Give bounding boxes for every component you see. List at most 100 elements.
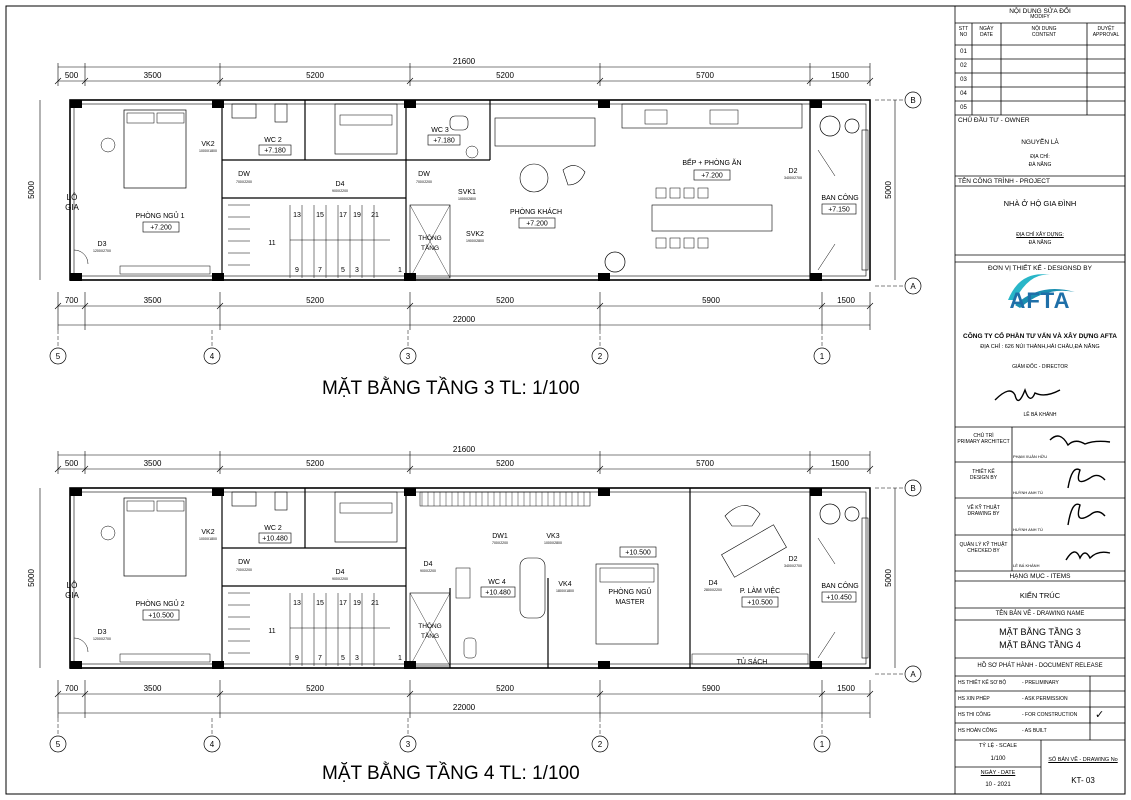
stair-number: 13 <box>293 600 301 607</box>
column <box>598 273 610 281</box>
plant-icon <box>819 503 841 525</box>
vk3-label: VK3 <box>546 533 559 540</box>
dim-top-total: 21600 <box>453 445 476 454</box>
door-swing <box>73 249 89 265</box>
axis-label: 4 <box>210 352 215 361</box>
modify-subtitle: MODIFY <box>1030 14 1050 21</box>
toilet <box>449 115 469 131</box>
dw-label: DW <box>238 559 250 566</box>
plan4-title: MẶT BẰNG TẦNG 4 TL: 1/100 <box>322 763 580 784</box>
dim-top-total: 21600 <box>453 57 476 66</box>
dim-top-segment: 1500 <box>831 459 849 468</box>
void-cross <box>409 204 451 279</box>
living-level-box <box>518 217 556 229</box>
axis-label: 5 <box>56 352 61 361</box>
dim-bottom-segment: 5200 <box>306 296 324 305</box>
release-label: HỒ SƠ PHÁT HÀNH - DOCUMENT RELEASE <box>977 663 1103 669</box>
dim-top-segment: 5700 <box>696 71 714 80</box>
bookshelf <box>691 653 809 665</box>
d4-size: 900X2200 <box>332 189 348 193</box>
living-label: PHÒNG KHÁCH <box>510 207 562 216</box>
lo-gia-label: LÔ <box>67 193 78 202</box>
d3-label: D3 <box>98 629 107 636</box>
lamp-icon <box>100 525 116 541</box>
kitchen-level-box <box>693 169 731 181</box>
drawing-name-label: TÊN BẢN VẼ - DRAWING NAME <box>995 611 1085 617</box>
column <box>212 273 224 281</box>
row-03: 03 <box>960 77 967 83</box>
axis-label: B <box>910 484 915 493</box>
dim-slash <box>406 690 414 698</box>
master-level-box <box>619 546 657 558</box>
stair-number: 17 <box>339 212 347 219</box>
drawing-no: KT- 03 <box>1071 776 1095 785</box>
dim-top-segment: 3500 <box>144 71 162 80</box>
dim-slash <box>81 302 89 310</box>
items-label: HẠNG MỤC - ITEMS <box>1009 573 1071 580</box>
axis-label: 3 <box>406 740 411 749</box>
design-label-en: DESIGN BY <box>969 474 998 481</box>
void-label: TẦNG <box>421 630 439 640</box>
dim-bottom-total: 22000 <box>453 703 476 712</box>
toilet <box>463 637 477 659</box>
sofa <box>494 117 596 147</box>
release-row-en: - AS BUILT <box>1022 728 1047 734</box>
dim-slash <box>866 302 874 310</box>
col-approval: DUYỆT <box>1097 26 1115 32</box>
axis-label: A <box>910 670 916 679</box>
dw-size: 700X2200 <box>236 180 252 184</box>
shower-icon <box>465 145 479 159</box>
bedroom-level-box <box>142 221 180 233</box>
director-name: LÊ BÁ KHÁNH <box>1023 412 1057 418</box>
dim-bottom-segment: 5200 <box>496 684 514 693</box>
wc2-label: WC 2 <box>264 137 282 144</box>
column <box>404 100 416 108</box>
office-level: +10.500 <box>747 600 773 607</box>
column <box>70 661 82 669</box>
drawing-label-en: DRAWING BY <box>967 510 1000 517</box>
office-level-box <box>741 596 779 608</box>
stair-number: 3 <box>355 267 359 274</box>
drawing-signature <box>1067 503 1106 526</box>
stair-number: 15 <box>316 212 324 219</box>
column <box>212 100 224 108</box>
architect-label: CHỦ TRÌ <box>973 433 994 439</box>
d2-size: 3400X2700 <box>784 176 802 180</box>
void-label: THÔNG <box>418 233 441 242</box>
dim-slash <box>406 302 414 310</box>
dim-top-segment: 1500 <box>831 71 849 80</box>
dining-table <box>651 204 773 232</box>
void-label: TẦNG <box>421 242 439 252</box>
dim-top-segment: 5200 <box>306 459 324 468</box>
stair-number: 5 <box>341 655 345 662</box>
pillow <box>599 567 655 583</box>
dim-bottom-segment: 5200 <box>496 296 514 305</box>
architect-signature <box>1049 435 1111 447</box>
bedroom-label: PHÒNG NGỦ 2 <box>135 599 184 608</box>
pillow <box>339 502 393 514</box>
chair <box>655 187 667 199</box>
stair-number: 9 <box>295 655 299 662</box>
dim-slash <box>818 690 826 698</box>
balcony-level: +7.150 <box>828 207 850 214</box>
d4-size: 900X2200 <box>420 569 436 573</box>
column <box>810 273 822 281</box>
wc4-label: WC 4 <box>488 579 506 586</box>
drawing-title-1: MẶT BẰNG TẦNG 3 <box>999 627 1081 637</box>
wc2-level-box <box>258 144 292 156</box>
axis-label: B <box>910 96 915 105</box>
d4-label: D4 <box>709 580 718 587</box>
director-label: GIÁM ĐỐC - DIRECTOR <box>1012 364 1068 370</box>
axis-bubble <box>49 735 67 753</box>
living-level: +7.200 <box>526 221 548 228</box>
axis-bubble <box>591 735 609 753</box>
column <box>598 100 610 108</box>
sink <box>231 103 257 119</box>
owner-name: NGUYỄN LÀ <box>1021 139 1059 146</box>
wc2-label: WC 2 <box>264 525 282 532</box>
check-label: QUẢN LÝ KỸ THUẬT <box>959 542 1008 548</box>
